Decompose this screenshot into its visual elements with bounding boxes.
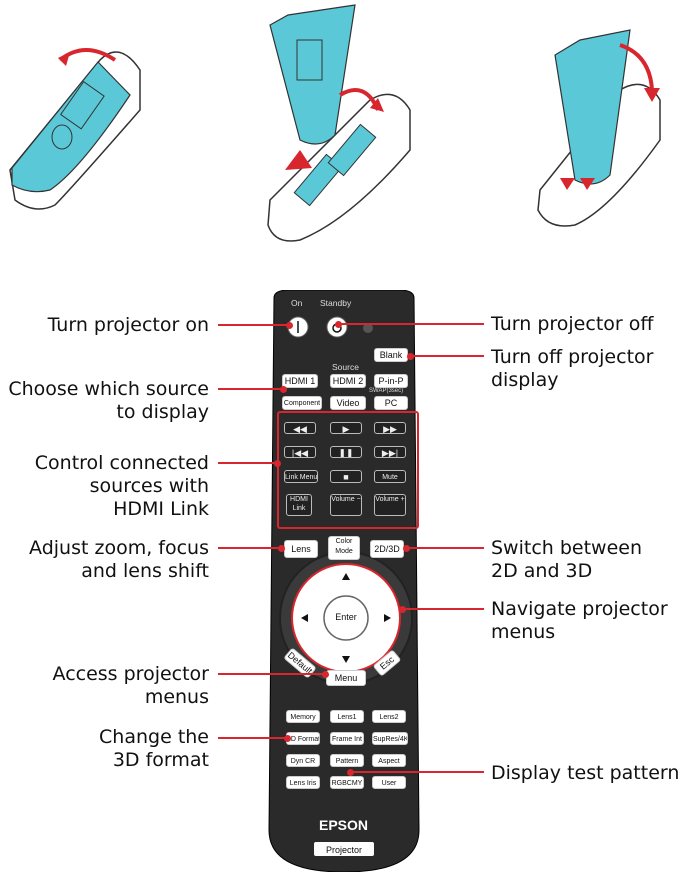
rgbcmy-button[interactable]: RGBCMY	[330, 776, 364, 789]
dyn-cr-button[interactable]: Dyn CR	[286, 754, 320, 767]
leader-3d-format	[218, 734, 291, 742]
label-source: Source	[332, 362, 359, 372]
callout-text: Change the	[99, 726, 209, 748]
remote-body	[268, 290, 420, 872]
leader-hdmi-link	[218, 459, 281, 467]
volume-down-button[interactable]: Volume −	[330, 494, 362, 516]
hdmi-link-button[interactable]: HDMI Link	[286, 494, 312, 516]
callout-turn-off: Turn projector off	[491, 313, 653, 336]
component-button[interactable]: Component	[282, 396, 322, 410]
pause-button[interactable]: ❚❚	[330, 446, 362, 458]
leader-turn-on	[218, 321, 293, 329]
hdmi2-button[interactable]: HDMI 2	[330, 374, 366, 388]
lens-button[interactable]: Lens	[284, 540, 318, 558]
leader-pattern	[347, 768, 484, 776]
stop-button[interactable]: ■	[330, 470, 362, 483]
fast-forward-button[interactable]: ▶▶	[374, 422, 406, 434]
callout-text: Turn projector on	[47, 314, 209, 336]
leader-turn-off	[335, 320, 484, 328]
frame-int-button[interactable]: Frame Int	[330, 732, 364, 745]
leader-blank	[407, 352, 484, 360]
enter-button[interactable]: Enter	[335, 612, 357, 622]
callout-text: Adjust zoom, focus	[29, 537, 209, 559]
callout-text: Access projector	[52, 663, 209, 685]
leader-source	[218, 385, 287, 393]
color-mode-button[interactable]: Color Mode	[328, 536, 360, 560]
user-button[interactable]: User	[372, 776, 406, 789]
callout-text: Control connected	[34, 452, 209, 474]
label-swap: SWAP(3sec)	[369, 388, 404, 394]
callout-text: to display	[116, 401, 209, 423]
lens2-button[interactable]: Lens2	[372, 710, 406, 723]
pc-button[interactable]: PC	[374, 396, 408, 410]
callout-turn-on: Turn projector on	[48, 314, 209, 337]
rewind-button[interactable]: ◀◀	[284, 422, 316, 434]
play-button[interactable]: ▶	[330, 422, 362, 434]
callout-text: HDMI Link	[113, 498, 209, 520]
leader-menu	[218, 670, 329, 678]
supres-4k-button[interactable]: SupRes/4K	[372, 732, 408, 745]
hdmi1-button[interactable]: HDMI 1	[282, 374, 318, 388]
step-2-insert-batteries	[267, 4, 411, 242]
link-menu-button[interactable]: Link Menu	[284, 470, 318, 483]
pinp-button[interactable]: P-in-P	[374, 374, 408, 388]
label-on: On	[291, 298, 303, 308]
callout-pattern: Display test pattern	[491, 762, 679, 785]
menu-button[interactable]: Menu	[326, 670, 366, 686]
step-3-replace-cover	[537, 29, 661, 227]
callout-text: Turn off projector	[491, 346, 654, 368]
callout-text: 3D format	[112, 749, 209, 771]
remote-control: On Standby Blank Source HDMI 1 HDMI 2 P-…	[264, 290, 424, 872]
callout-text: menus	[144, 686, 209, 708]
video-button[interactable]: Video	[330, 396, 366, 410]
callout-text: Switch between	[491, 537, 643, 559]
callout-text: Display test pattern	[491, 762, 680, 784]
leader-2d3d	[403, 544, 484, 552]
callout-text: sources with	[89, 475, 209, 497]
callout-text: and lens shift	[81, 560, 209, 582]
pattern-button[interactable]: Pattern	[330, 754, 364, 767]
brand-logo: EPSON	[319, 817, 369, 833]
volume-up-button[interactable]: Volume +	[374, 494, 406, 516]
leader-lens	[218, 544, 285, 552]
callout-text: Turn projector off	[491, 313, 654, 335]
mute-button[interactable]: Mute	[374, 470, 406, 483]
leader-navigate	[399, 605, 484, 613]
callout-text: Choose which source	[8, 378, 209, 400]
callout-text: 2D and 3D	[491, 560, 593, 582]
2d3d-button[interactable]: 2D/3D	[370, 540, 404, 558]
label-standby: Standby	[320, 298, 352, 308]
3d-format-button[interactable]: 3D Format	[286, 732, 320, 745]
product-label: Projector	[326, 845, 363, 855]
previous-button[interactable]: |◀◀	[284, 446, 316, 458]
battery-steps-illustration	[9, 4, 661, 242]
step-1-remote-back	[9, 48, 141, 210]
aspect-button[interactable]: Aspect	[372, 754, 406, 767]
callout-text: display	[491, 369, 559, 391]
callout-text: Navigate projector	[491, 598, 668, 620]
blank-button[interactable]: Blank	[374, 348, 408, 362]
lens1-button[interactable]: Lens1	[330, 710, 364, 723]
lens-iris-button[interactable]: Lens Iris	[286, 776, 320, 789]
next-button[interactable]: ▶▶|	[374, 446, 406, 458]
callout-text: menus	[491, 621, 556, 643]
memory-button[interactable]: Memory	[286, 710, 320, 723]
